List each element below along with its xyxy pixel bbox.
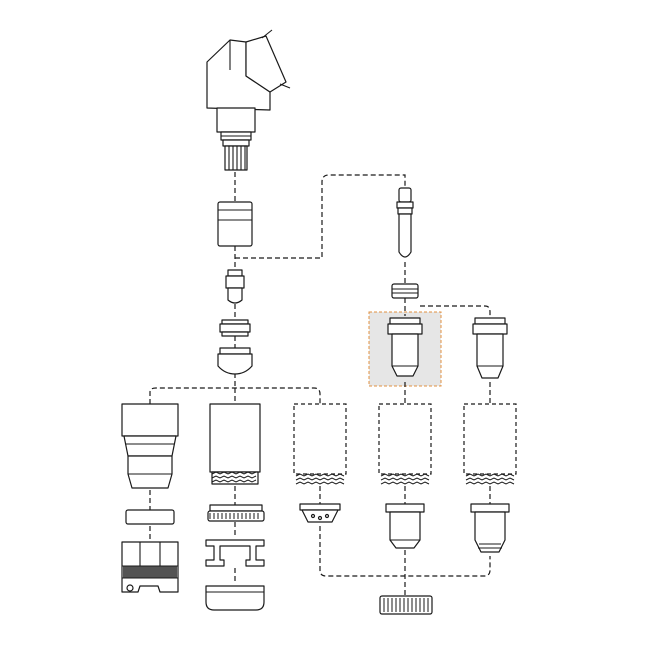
connector-lines: [149, 172, 491, 596]
end-cap[interactable]: [205, 585, 265, 611]
shield-cup-2[interactable]: [209, 403, 261, 485]
shield-outline-4[interactable]: [378, 403, 432, 485]
nozzle-selected[interactable]: [387, 317, 423, 377]
knurled-nut[interactable]: [379, 595, 433, 615]
electrode-long[interactable]: [396, 187, 414, 258]
shield-cap-5[interactable]: [470, 503, 510, 553]
threaded-ring[interactable]: [207, 504, 265, 522]
swirl-ring-right[interactable]: [391, 283, 419, 299]
shield-cap-4[interactable]: [385, 503, 425, 549]
shield-outline-5[interactable]: [463, 403, 517, 485]
nozzle-alt[interactable]: [472, 317, 508, 379]
deflector-bracket[interactable]: [205, 539, 265, 567]
retaining-cap-top[interactable]: [217, 347, 253, 375]
drag-shield[interactable]: [121, 541, 179, 593]
torch-head[interactable]: [206, 29, 291, 171]
electrode-small[interactable]: [225, 269, 245, 304]
swirl-ring[interactable]: [219, 319, 251, 337]
gouging-shield[interactable]: [299, 503, 341, 523]
ring-spacer[interactable]: [125, 509, 175, 525]
shield-cup-1[interactable]: [121, 403, 179, 489]
shield-outline-3[interactable]: [293, 403, 347, 485]
insulator-sleeve[interactable]: [217, 201, 253, 247]
